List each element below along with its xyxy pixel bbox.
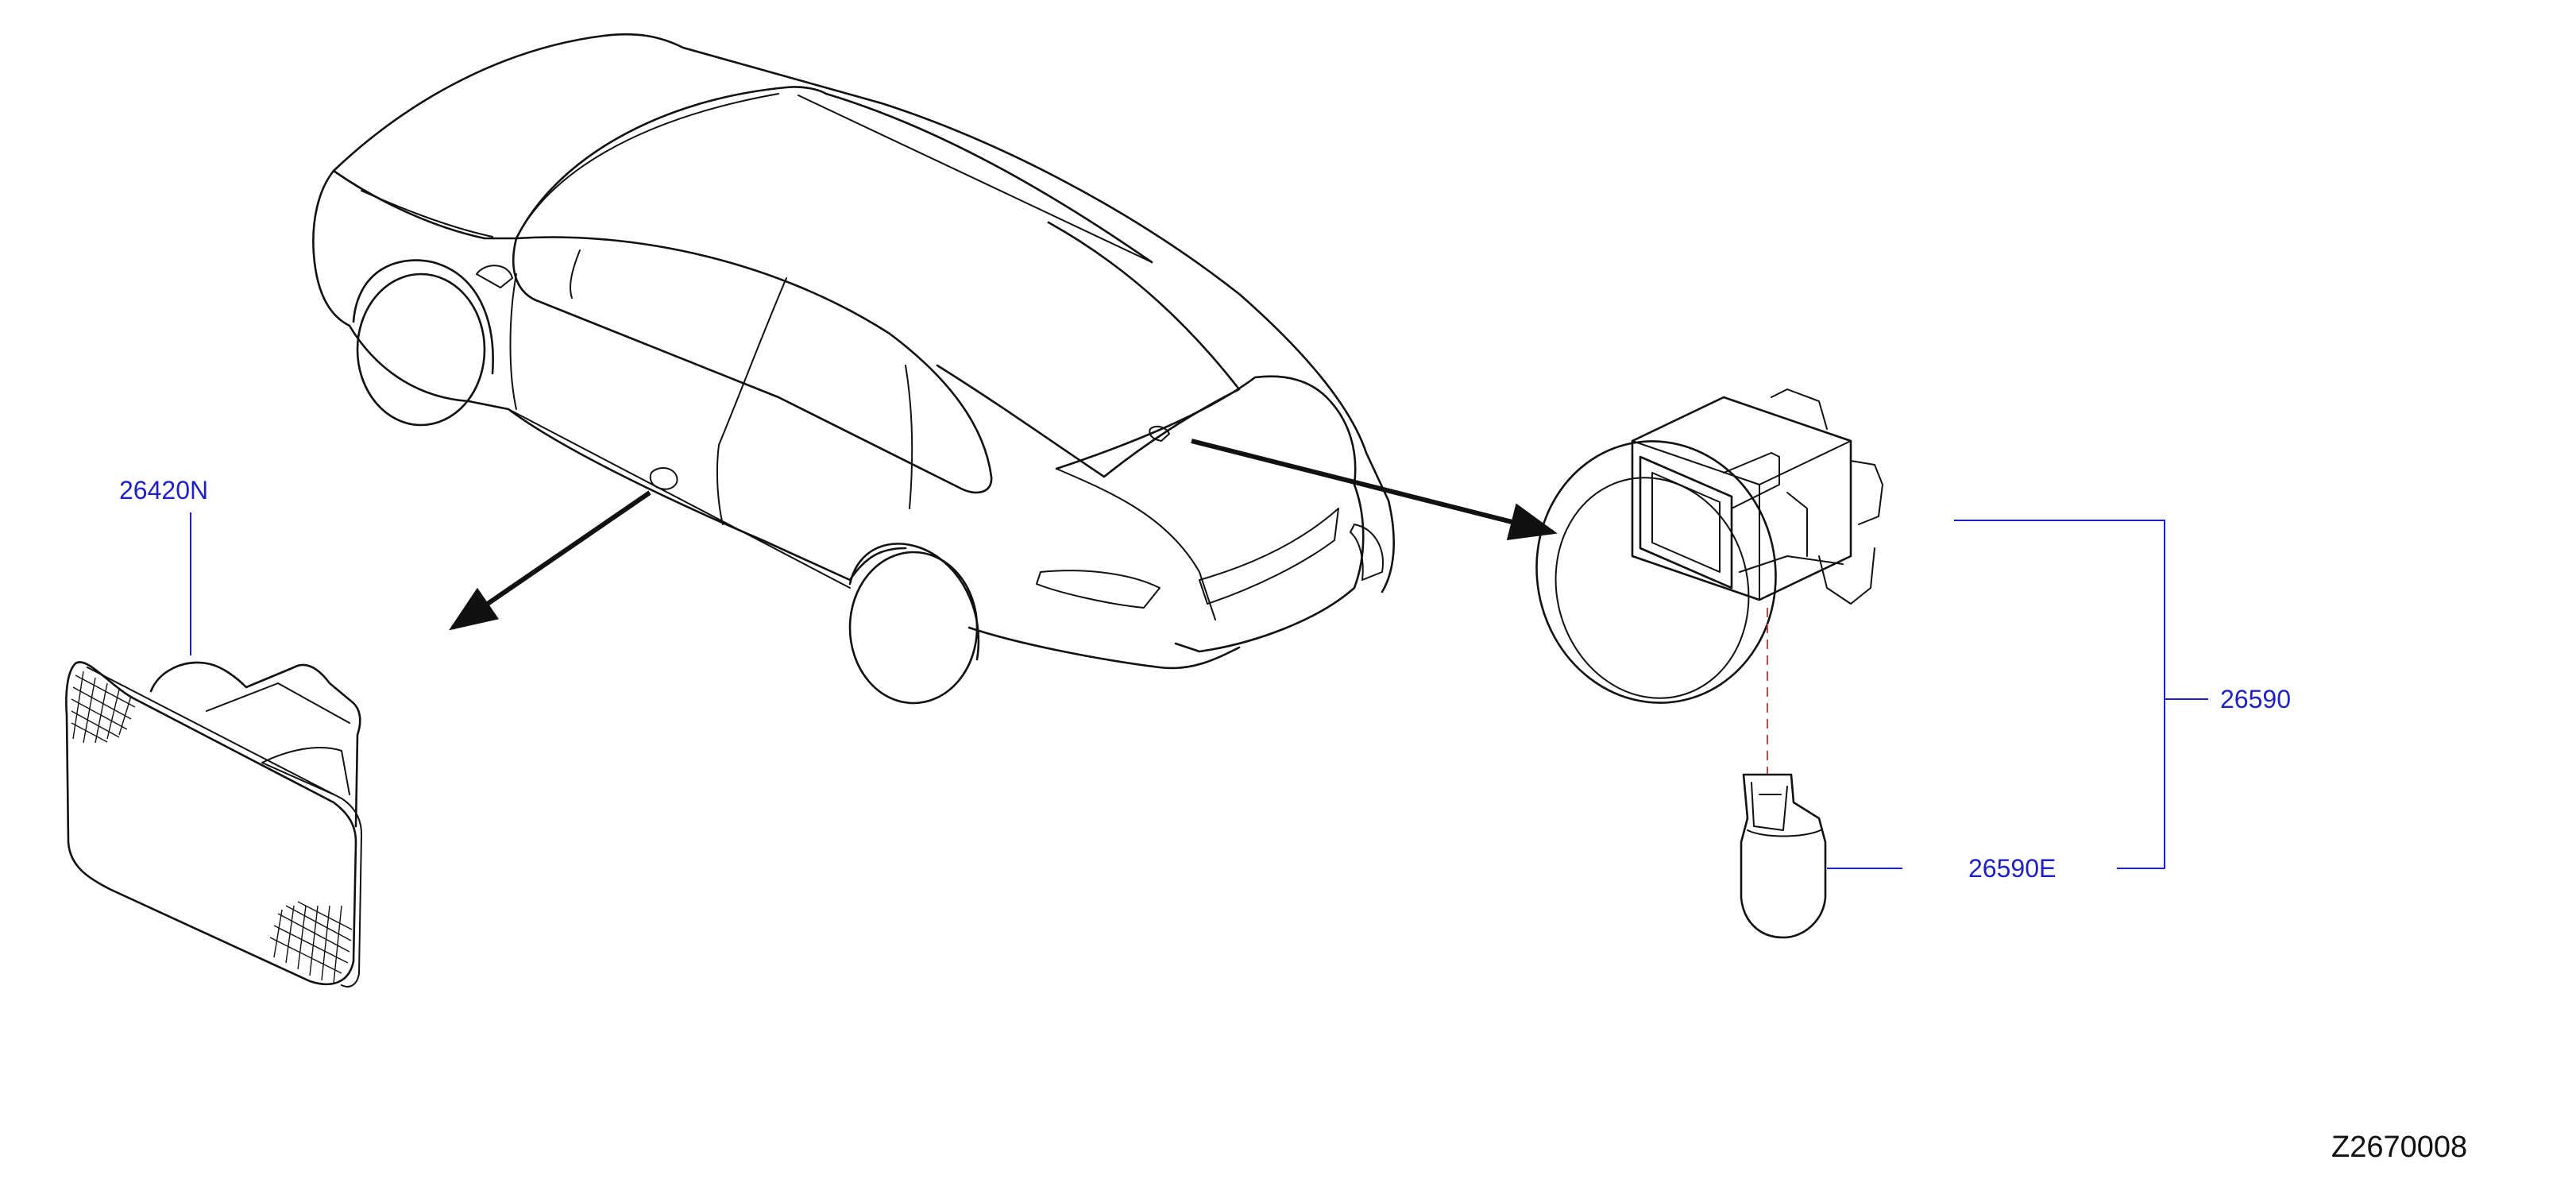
car-illustration (312, 33, 1395, 705)
lamp-assembly (65, 661, 362, 988)
diagram-code: Z2670008 (2331, 1131, 2467, 1164)
socket-assembly (1535, 388, 1883, 704)
callout-bulb-part: 26590E (1968, 854, 2056, 883)
arrow-to-lamp (449, 490, 651, 631)
trunk-lamp-location (1149, 425, 1170, 442)
location-arrows (449, 439, 1558, 631)
callout-lamp-part: 26420N (119, 476, 208, 504)
bulb (1740, 773, 1827, 939)
leader-lines (190, 512, 2208, 869)
leader-socket (1954, 520, 2165, 869)
arrow-to-socket (1191, 439, 1558, 541)
lens-texture (71, 671, 353, 984)
callout-socket-part: 26590 (2220, 685, 2291, 713)
side-lamp-location (649, 467, 678, 490)
